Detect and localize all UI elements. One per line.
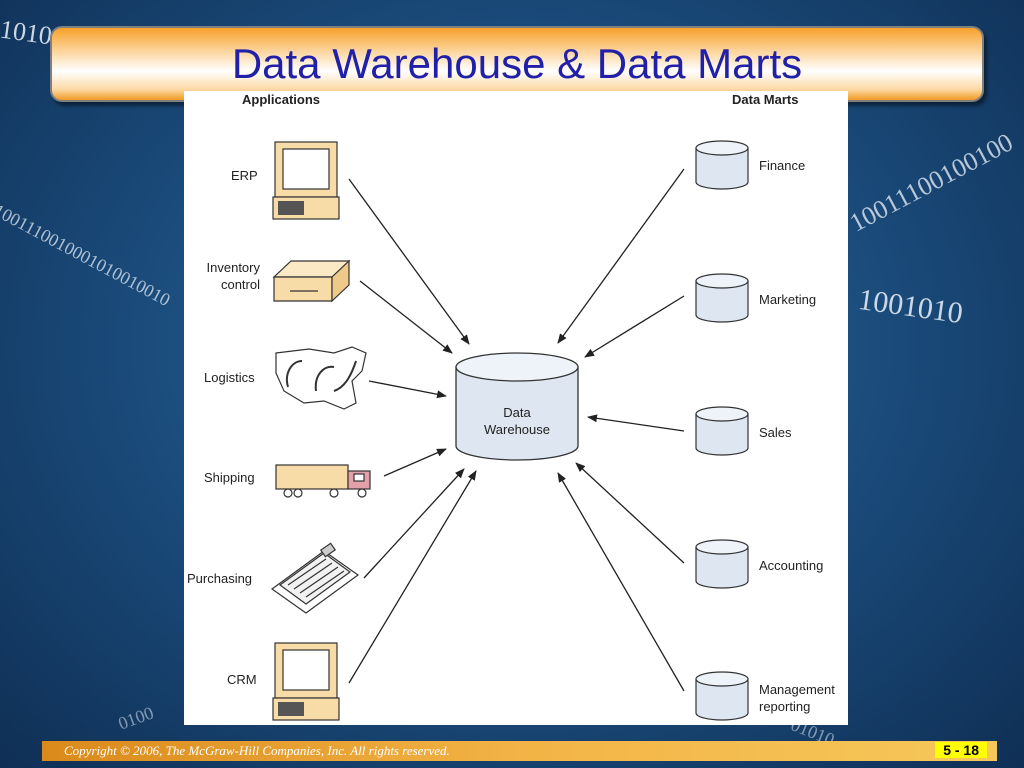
warehouse-label-line1: Data [503, 405, 531, 420]
slide-number: 5 - 18 [935, 742, 987, 758]
management-label-line1: Management [759, 682, 835, 697]
diagram-panel: Applications Data Marts Data Warehouse E… [184, 91, 848, 725]
data-warehouse-cylinder-icon [455, 352, 579, 461]
sales-cylinder-icon [695, 406, 749, 456]
inventory-label-line2: control [220, 277, 260, 292]
arrow-accounting [575, 462, 685, 564]
applications-header: Applications [242, 92, 321, 107]
arrow-purchasing [363, 468, 465, 579]
management-cylinder-icon [695, 671, 749, 721]
title-bar: Data Warehouse & Data Marts [50, 26, 984, 102]
arrow-logistics [368, 380, 447, 399]
binary-decoration: 10011100100100 [845, 127, 1018, 238]
inventory-label-line1: Inventory [206, 260, 260, 275]
binary-decoration: 1010 [0, 14, 54, 51]
sales-label: Sales [759, 425, 792, 440]
inventory-label: Inventory control [184, 259, 260, 293]
arrow-crm [348, 470, 477, 684]
purchasing-label: Purchasing [187, 571, 253, 586]
data-marts-header: Data Marts [732, 92, 799, 107]
shipping-label: Shipping [204, 470, 255, 485]
arrow-inventory [359, 280, 453, 354]
marketing-cylinder-icon [695, 273, 749, 323]
binary-decoration: 0100 [115, 702, 157, 734]
erp-label: ERP [231, 168, 258, 183]
binary-decoration: 1001110010001010010010 [0, 200, 174, 310]
marketing-label: Marketing [759, 292, 817, 307]
erp-computer-icon [272, 141, 340, 220]
copyright-text: Copyright © 2006, The McGraw-Hill Compan… [64, 743, 450, 758]
arrow-shipping [383, 448, 447, 477]
shipping-truck-icon [275, 464, 371, 498]
inventory-box-icon [272, 259, 351, 303]
arrow-marketing [584, 295, 685, 358]
arrow-finance [557, 168, 685, 344]
arrow-erp [348, 178, 470, 345]
warehouse-label-line2: Warehouse [484, 422, 550, 437]
warehouse-diagram [270, 140, 749, 721]
accounting-label: Accounting [759, 558, 824, 573]
logistics-map-icon [275, 346, 367, 410]
logistics-label: Logistics [204, 370, 255, 385]
crm-computer-icon [272, 642, 340, 721]
finance-label: Finance [759, 158, 806, 173]
slide-title: Data Warehouse & Data Marts [231, 40, 803, 87]
arrow-management [557, 472, 685, 692]
footer-bar: Copyright © 2006, The McGraw-Hill Compan… [42, 741, 997, 761]
management-label-line2: reporting [759, 699, 811, 714]
warehouse-label: Data Warehouse [456, 404, 578, 438]
crm-label: CRM [227, 672, 257, 687]
binary-decoration: 1001010 [856, 282, 965, 331]
purchasing-clipboard-icon [270, 542, 360, 614]
management-label: Management reporting [759, 681, 835, 715]
arrow-sales [587, 414, 685, 432]
accounting-cylinder-icon [695, 539, 749, 589]
finance-cylinder-icon [695, 140, 749, 190]
